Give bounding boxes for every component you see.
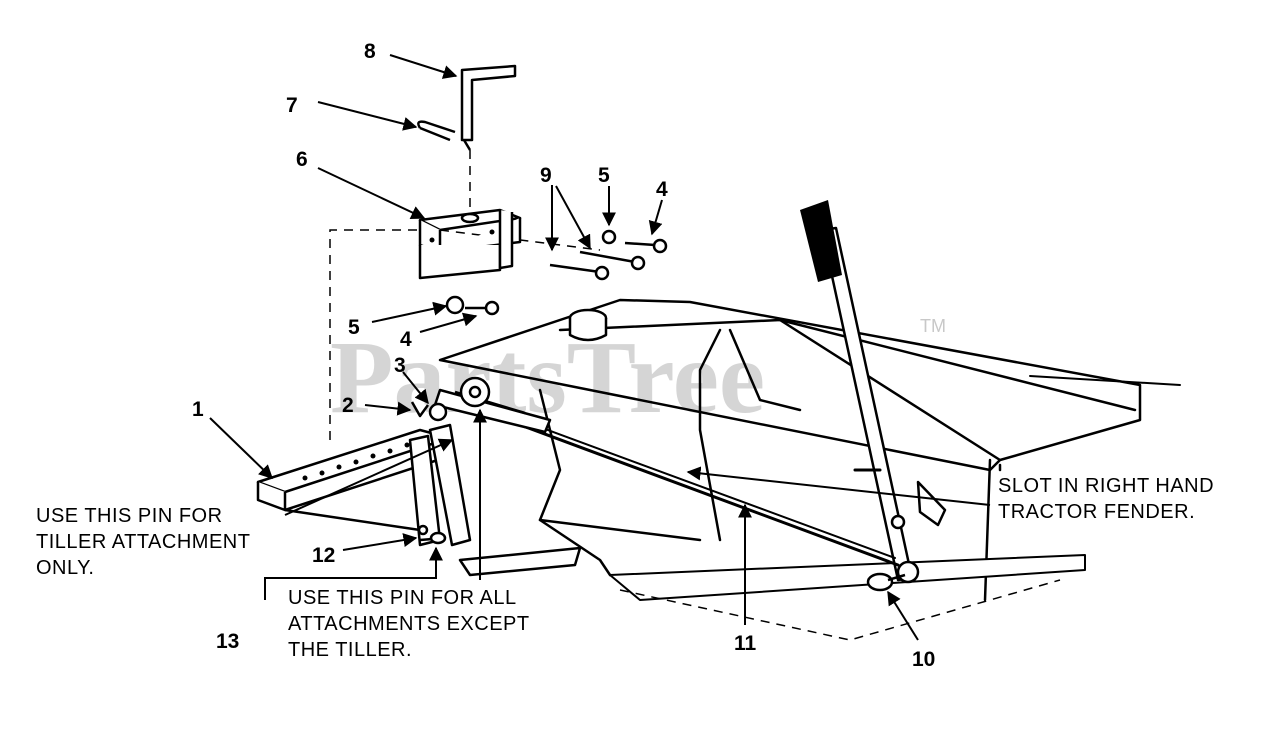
- watermark-trademark: TM: [920, 316, 946, 336]
- part-3-washer: [428, 402, 448, 422]
- tractor-frame: [438, 298, 1181, 641]
- callout-2: 2: [342, 394, 354, 417]
- note-tiller-pin-line-3: ONLY.: [36, 557, 94, 579]
- callout-4: 4: [656, 178, 668, 201]
- callout-13: 13: [216, 630, 239, 653]
- note-all-pin-line-1: USE THIS PIN FOR ALL: [288, 587, 517, 609]
- part-10-pin: [866, 572, 906, 592]
- callout-11: 11: [734, 632, 757, 655]
- leader-lines: [209, 54, 991, 641]
- lift-link: [433, 376, 552, 434]
- fuel-cap: [568, 308, 608, 342]
- part-9-bolts: [549, 250, 646, 281]
- part-5-washer-upper: [601, 229, 617, 245]
- callout-10: 10: [912, 648, 935, 671]
- callout-12: 12: [312, 544, 335, 567]
- callout-9: 9: [540, 164, 552, 187]
- note-tiller-pin-line-2: TILLER ATTACHMENT: [36, 531, 250, 553]
- part-7-hairpin-clip: [417, 120, 456, 142]
- part-6-bracket: [418, 208, 522, 280]
- callout-8: 8: [364, 40, 376, 63]
- note-all-pin-line-2: ATTACHMENTS EXCEPT: [288, 613, 530, 635]
- callout-6: 6: [296, 148, 308, 171]
- callout-1: 1: [192, 398, 204, 421]
- callout-4-lower: 4: [400, 328, 412, 351]
- callout-7: 7: [286, 94, 298, 117]
- callout-5-lower: 5: [348, 316, 360, 339]
- lift-lever: [800, 200, 947, 584]
- part-11-lift-rod: [478, 404, 900, 567]
- note-slot-line-2: TRACTOR FENDER.: [998, 501, 1195, 523]
- part-4-bolt-lower: [465, 300, 500, 316]
- part-5-washer-lower: [445, 295, 465, 315]
- note-all-pin-line-3: THE TILLER.: [288, 639, 412, 661]
- callout-5: 5: [598, 164, 610, 187]
- note-tiller-pin-line-1: USE THIS PIN FOR: [36, 505, 223, 527]
- part-12-pin: [417, 524, 447, 545]
- callout-3: 3: [394, 354, 406, 377]
- part-8-l-pin: [460, 64, 517, 151]
- part-2-clip: [410, 401, 430, 418]
- note-slot-line-1: SLOT IN RIGHT HAND: [998, 475, 1214, 497]
- part-4-bolt-upper: [624, 238, 668, 254]
